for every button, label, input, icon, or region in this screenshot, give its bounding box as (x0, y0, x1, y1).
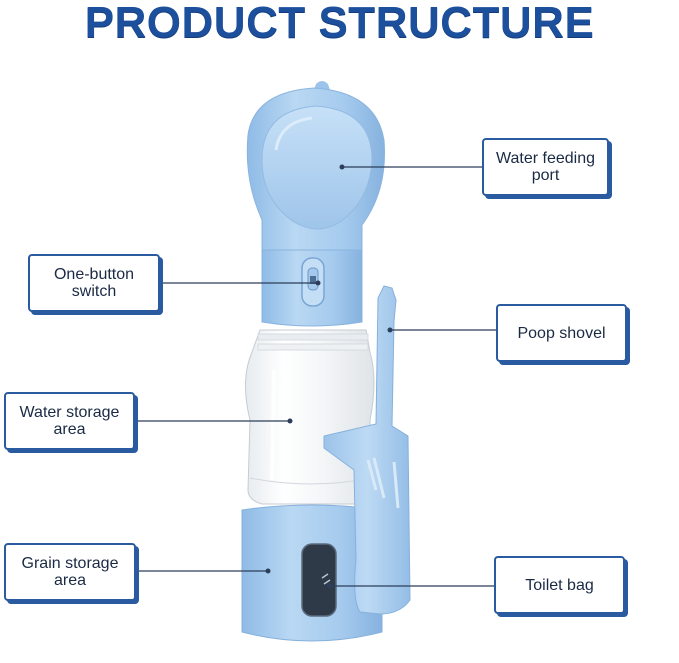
grain-storage-base (241, 504, 383, 642)
water-feeding-port-cup (246, 81, 385, 259)
label-water-feeding-port: Water feeding port (482, 138, 609, 196)
label-grain-storage-area: Grain storage area (4, 543, 136, 601)
page-title: PRODUCT STRUCTURE (84, 0, 595, 47)
label-one-button-switch: One-button switch (28, 254, 160, 312)
label-toilet-bag: Toilet bag (494, 556, 625, 614)
leader-lines (134, 166, 497, 587)
label-water-storage-area: Water storage area (4, 392, 135, 450)
switch-collar (261, 249, 363, 327)
label-poop-shovel: Poop shovel (496, 304, 627, 362)
leader-dots (265, 164, 393, 589)
poop-shovel (323, 285, 411, 615)
